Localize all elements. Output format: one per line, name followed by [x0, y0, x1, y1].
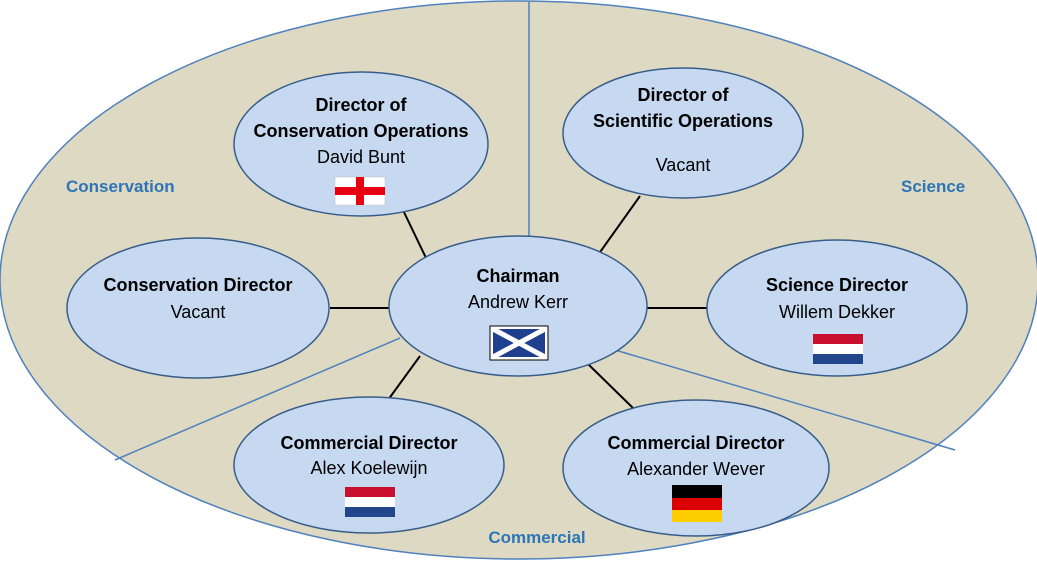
node-title: Commercial Director — [607, 433, 784, 453]
node-name: Willem Dekker — [779, 302, 895, 322]
netherlands-flag-icon — [813, 334, 863, 364]
sector-label-commercial: Commercial — [488, 528, 585, 547]
connector-commercial-1 — [387, 355, 421, 401]
node-science-director: Science Director Willem Dekker — [706, 239, 968, 377]
node-title-line2: Conservation Operations — [253, 121, 468, 141]
connector-commercial-2 — [587, 363, 634, 409]
node-name: David Bunt — [317, 147, 405, 167]
node-title: Conservation Director — [103, 275, 292, 295]
node-title: Chairman — [476, 266, 559, 286]
node-title: Commercial Director — [280, 433, 457, 453]
england-flag-icon — [334, 176, 386, 206]
connector-scientific-ops — [592, 195, 641, 263]
connector-conservation-ops — [401, 207, 428, 261]
node-title-line1: Director of — [637, 85, 729, 105]
scotland-flag-icon — [489, 325, 549, 361]
node-title: Science Director — [766, 275, 908, 295]
node-commercial-director-2: Commercial Director Alexander Wever — [562, 399, 830, 537]
node-chairman: Chairman Andrew Kerr — [388, 235, 648, 377]
node-conservation-director: Conservation Director Vacant — [66, 237, 330, 379]
sector-label-science: Science — [901, 177, 965, 196]
node-name: Vacant — [656, 155, 711, 175]
germany-flag-icon — [672, 485, 722, 522]
node-name: Alex Koelewijn — [310, 458, 427, 478]
node-name: Alexander Wever — [627, 459, 765, 479]
node-title-line1: Director of — [315, 95, 407, 115]
sector-label-conservation: Conservation — [66, 177, 175, 196]
node-commercial-director-1: Commercial Director Alex Koelewijn — [233, 396, 505, 534]
node-director-conservation-operations: Director of Conservation Operations Davi… — [233, 71, 489, 217]
divider-right — [614, 349, 956, 451]
node-name: Vacant — [171, 302, 226, 322]
node-name: Andrew Kerr — [468, 292, 568, 312]
node-title-line2: Scientific Operations — [593, 111, 773, 131]
netherlands-flag-icon — [345, 487, 395, 517]
node-director-scientific-operations: Director of Scientific Operations Vacant — [562, 67, 804, 199]
divider-left — [114, 337, 401, 461]
